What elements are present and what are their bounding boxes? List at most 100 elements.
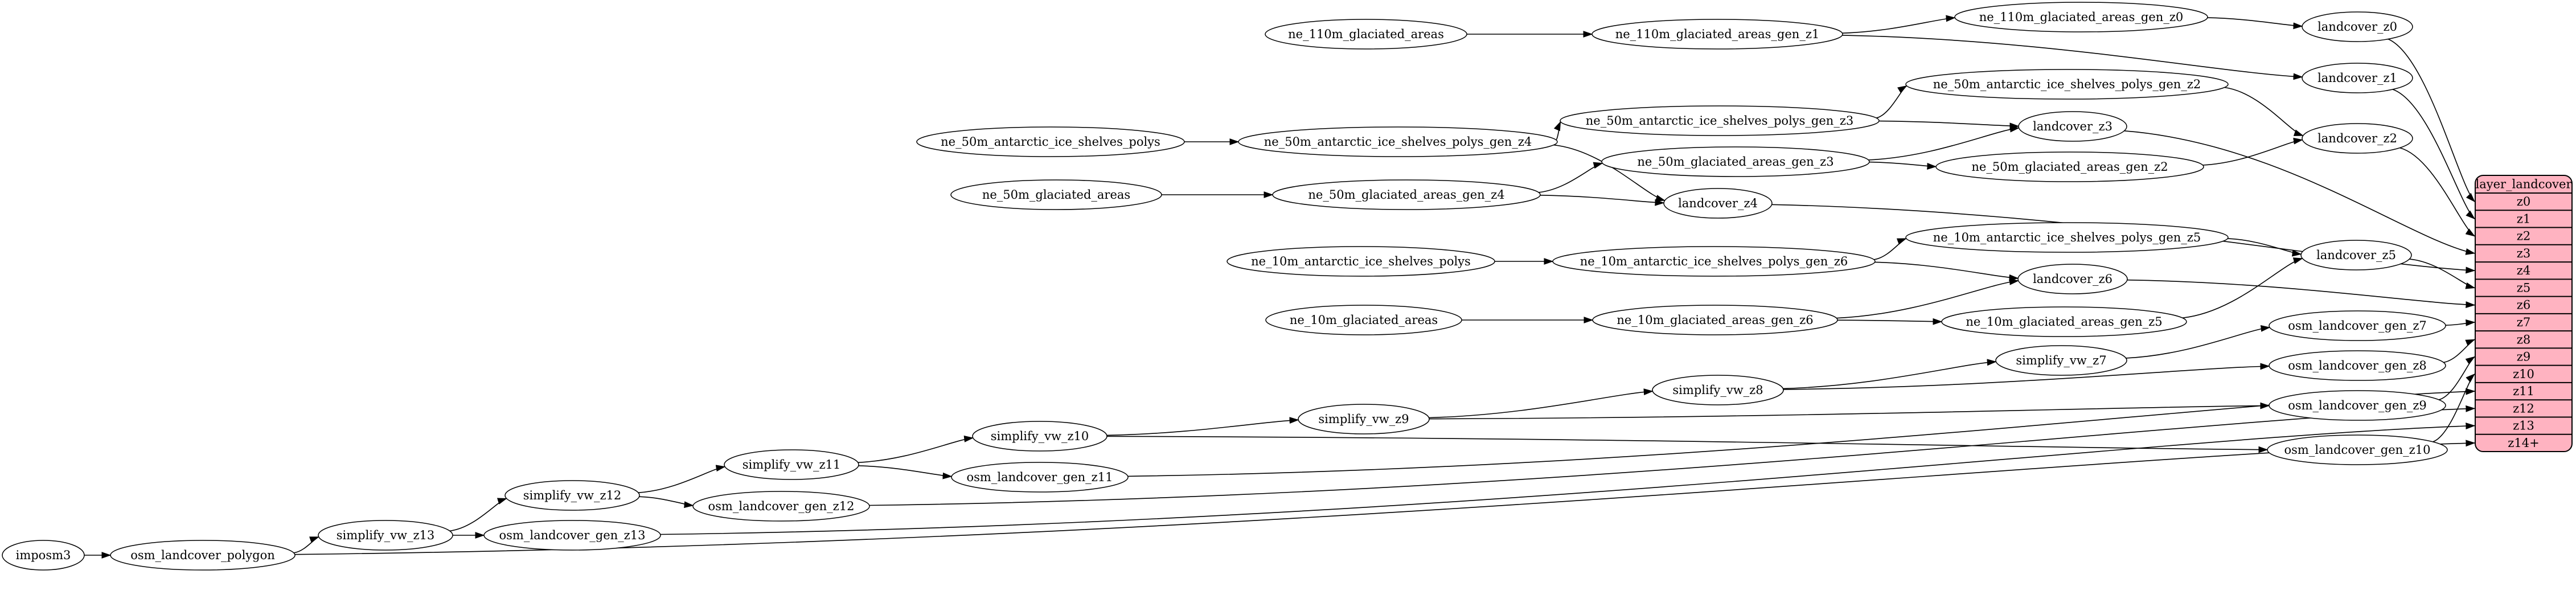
edge-ne_110m_glaciated_areas_gen_z0-to-landcover_z0 [2207, 17, 2303, 30]
edge-ne_50m_antarctic_ice_shelves_polys_gen_z3-to-ne_50m_antarctic_ice_shelves_polys_gen_z2 [1876, 85, 1908, 118]
node-ellipse [916, 126, 1185, 157]
node-osm_landcover_gen_z11: osm_landcover_gen_z11 [951, 462, 1129, 493]
node-ellipse [724, 449, 859, 480]
table-row-label-z4: z4 [2517, 264, 2530, 277]
node-label: simplify_vw_z9 [1318, 412, 1409, 426]
node-landcover_z5: landcover_z5 [2300, 240, 2412, 270]
node-label: ne_110m_glaciated_areas_gen_z1 [1615, 27, 1820, 41]
node-ne_50m_glaciated_areas_gen_z4: ne_50m_glaciated_areas_gen_z4 [1272, 179, 1541, 210]
table-row-label-z14+: z14+ [2508, 436, 2539, 450]
node-osm_landcover_gen_z7: osm_landcover_gen_z7 [2269, 310, 2446, 341]
node-landcover_z4: landcover_z4 [1663, 188, 1773, 219]
node-label: ne_10m_glaciated_areas_gen_z6 [1617, 313, 1813, 327]
edge-osm_landcover_gen_z9-to-layer_landcover-z9 [2438, 356, 2476, 400]
edge-simplify_vw_z8-to-osm_landcover_gen_z8 [1783, 363, 2270, 390]
edge-ne_50m_antarctic_ice_shelves_polys_gen_z2-to-landcover_z2 [2224, 87, 2304, 136]
edge-landcover_z1-to-layer_landcover-z1 [2392, 89, 2476, 220]
node-ellipse [2302, 63, 2413, 93]
node-simplify_vw_z7: simplify_vw_z7 [1995, 345, 2127, 376]
node-ellipse [2267, 434, 2448, 465]
edge-simplify_vw_z9-to-osm_landcover_gen_z9 [1429, 402, 2270, 420]
node-ellipse [2269, 390, 2446, 421]
node-label: ne_50m_glaciated_areas_gen_z3 [1637, 155, 1833, 169]
node-label: ne_50m_glaciated_areas [982, 188, 1130, 202]
node-ellipse [2300, 240, 2412, 270]
edge-osm_landcover_gen_z13-to-layer_landcover-z13 [660, 423, 2476, 535]
node-ellipse [1552, 246, 1876, 277]
node-label: ne_10m_antarctic_ice_shelves_polys_gen_z… [1933, 231, 2201, 244]
node-ellipse [1238, 126, 1558, 157]
node-ne_50m_glaciated_areas_gen_z3: ne_50m_glaciated_areas_gen_z3 [1601, 146, 1870, 177]
node-imposm3: imposm3 [2, 540, 85, 571]
node-ellipse [1265, 305, 1462, 335]
node-label: landcover_z2 [2317, 132, 2397, 145]
edge-simplify_vw_z12-to-simplify_vw_z11 [638, 465, 726, 493]
node-ellipse [1227, 246, 1495, 277]
node-label: ne_10m_glaciated_areas [1290, 313, 1438, 327]
node-ne_50m_antarctic_ice_shelves_polys_gen_z4: ne_50m_antarctic_ice_shelves_polys_gen_z… [1238, 126, 1558, 157]
edge-ne_50m_glaciated_areas_gen_z4-to-landcover_z4 [1540, 195, 1665, 206]
node-label: osm_landcover_gen_z8 [2288, 359, 2427, 372]
node-landcover_z2: landcover_z2 [2302, 123, 2413, 154]
edge-simplify_vw_z11-to-osm_landcover_gen_z11 [858, 465, 953, 479]
node-ne_50m_antarctic_ice_shelves_polys_gen_z3: ne_50m_antarctic_ice_shelves_polys_gen_z… [1560, 105, 1880, 136]
node-simplify_vw_z11: simplify_vw_z11 [724, 449, 859, 480]
node-ellipse [2017, 264, 2128, 294]
node-ellipse [1905, 222, 2229, 253]
node-ne_50m_glaciated_areas_gen_z2: ne_50m_glaciated_areas_gen_z2 [1935, 151, 2204, 182]
node-label: osm_landcover_gen_z10 [2284, 443, 2431, 457]
node-landcover_z6: landcover_z6 [2017, 264, 2128, 294]
table-row-label-z11: z11 [2513, 384, 2534, 398]
table-row-label-z0: z0 [2517, 195, 2530, 208]
edge-osm_landcover_gen_z7-to-layer_landcover-z7 [2445, 319, 2476, 326]
node-label: osm_landcover_gen_z7 [2288, 319, 2427, 333]
node-label: ne_50m_antarctic_ice_shelves_polys_gen_z… [1586, 114, 1854, 128]
edge-simplify_vw_z10-to-simplify_vw_z9 [1106, 417, 1299, 436]
node-ne_110m_glaciated_areas: ne_110m_glaciated_areas [1265, 19, 1467, 50]
node-landcover_z0: landcover_z0 [2302, 11, 2413, 42]
table-title: layer_landcover [2475, 178, 2572, 191]
edge-ne_110m_glaciated_areas_gen_z1-to-landcover_z1 [1842, 35, 2303, 80]
node-landcover_z1: landcover_z1 [2302, 63, 2413, 93]
node-ellipse [1941, 306, 2187, 337]
node-label: ne_10m_glaciated_areas_gen_z5 [1966, 315, 2162, 329]
edge-ne_50m_glaciated_areas_gen_z4-to-ne_50m_glaciated_areas_gen_z3 [1538, 162, 1603, 193]
node-label: simplify_vw_z12 [523, 489, 622, 502]
edge-ne_10m_antarctic_ice_shelves_polys_gen_z6-to-landcover_z6 [1874, 261, 2019, 281]
edge-osm_landcover_gen_z8-to-layer_landcover-z8 [2443, 339, 2476, 363]
node-ellipse [2269, 310, 2446, 341]
node-ellipse [1272, 179, 1541, 210]
edge-simplify_vw_z8-to-simplify_vw_z7 [1783, 359, 1997, 389]
table-row-label-z5: z5 [2517, 281, 2530, 294]
node-ne_10m_antarctic_ice_shelves_polys: ne_10m_antarctic_ice_shelves_polys [1227, 246, 1495, 277]
node-label: landcover_z3 [2033, 120, 2113, 133]
node-label: ne_10m_antarctic_ice_shelves_polys [1251, 255, 1471, 268]
node-ellipse [951, 462, 1129, 493]
node-label: landcover_z1 [2317, 71, 2397, 85]
edge-ne_10m_glaciated_areas_gen_z6-to-ne_10m_glaciated_areas_gen_z5 [1837, 318, 1943, 325]
edge-ne_10m_antarctic_ice_shelves_polys_gen_z5-to-landcover_z5 [2228, 238, 2302, 257]
edge-ne_10m_glaciated_areas_gen_z6-to-landcover_z6 [1836, 278, 2019, 319]
node-label: simplify_vw_z7 [2016, 354, 2106, 367]
edge-ne_10m_antarctic_ice_shelves_polys_gen_z6-to-ne_10m_antarctic_ice_shelves_polys_gen_z5 [1873, 238, 1907, 260]
node-ellipse [1265, 19, 1467, 50]
node-label: ne_10m_antarctic_ice_shelves_polys_gen_z… [1580, 255, 1848, 268]
node-osm_landcover_gen_z9: osm_landcover_gen_z9 [2269, 390, 2446, 421]
node-osm_landcover_gen_z12: osm_landcover_gen_z12 [692, 491, 870, 522]
node-ellipse [483, 520, 661, 551]
node-ellipse [972, 421, 1107, 452]
table-row-label-z3: z3 [2517, 247, 2530, 260]
edge-ne_50m_glaciated_areas_gen_z3-to-landcover_z3 [1868, 125, 2020, 161]
node-ellipse [504, 480, 640, 511]
node-ne_110m_glaciated_areas_gen_z1: ne_110m_glaciated_areas_gen_z1 [1591, 19, 1843, 50]
node-ellipse [1298, 404, 1430, 434]
table-row-label-z9: z9 [2517, 350, 2530, 364]
node-ellipse [2018, 111, 2127, 142]
node-ne_50m_antarctic_ice_shelves_polys_gen_z2: ne_50m_antarctic_ice_shelves_polys_gen_z… [1905, 69, 2229, 100]
table-row-label-z13: z13 [2513, 419, 2534, 433]
node-label: osm_landcover_gen_z12 [708, 499, 855, 513]
node-simplify_vw_z10: simplify_vw_z10 [972, 421, 1107, 452]
node-simplify_vw_z13: simplify_vw_z13 [318, 520, 453, 551]
